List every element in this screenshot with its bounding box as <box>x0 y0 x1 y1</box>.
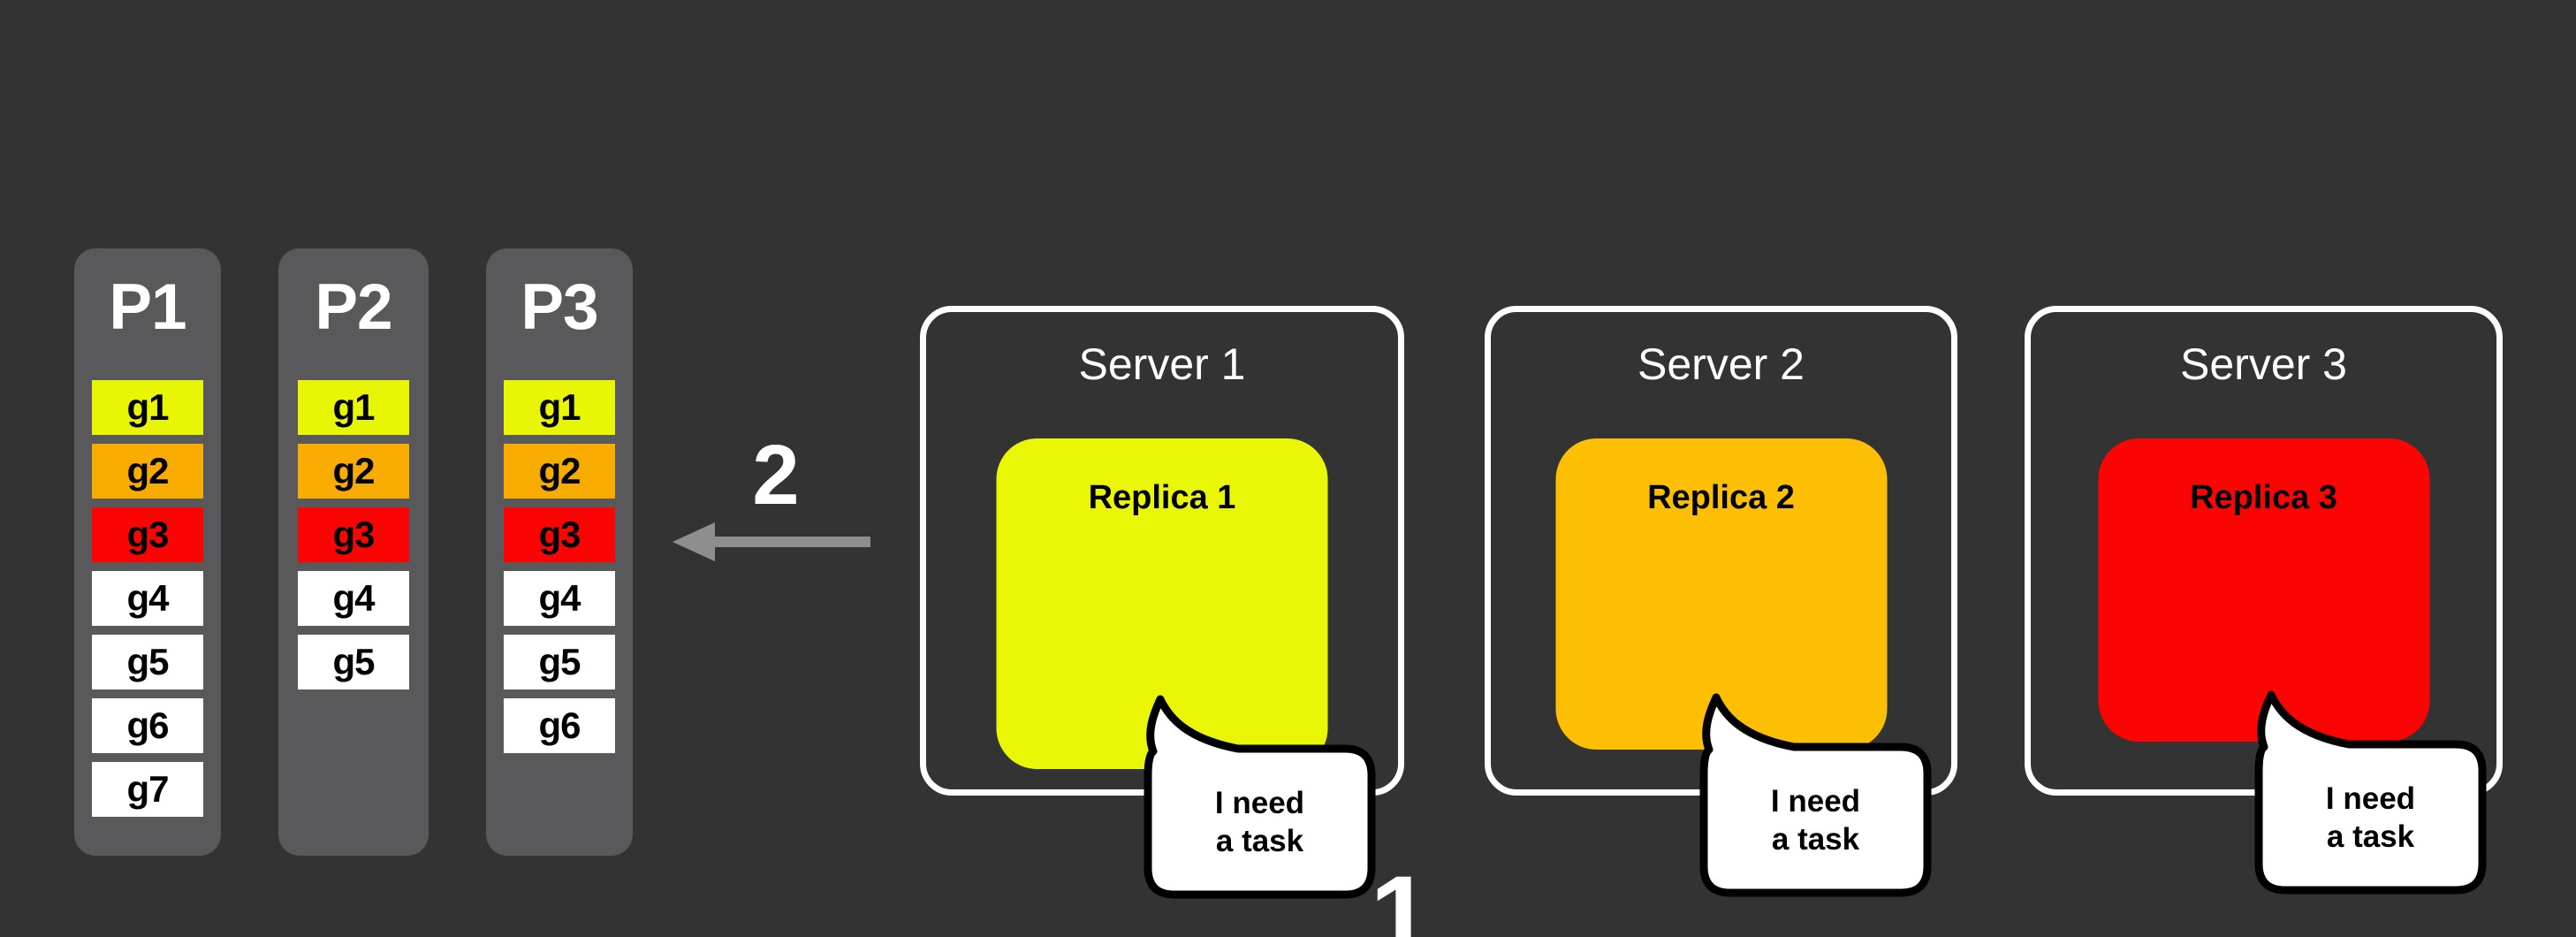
server-title: Server 1 <box>1078 339 1246 389</box>
step-2-label: 2 <box>752 428 800 522</box>
replica-3-box: Replica 3 <box>2098 438 2429 742</box>
speech-line-2: a task <box>1771 821 1860 857</box>
arrow-shaft <box>711 537 870 547</box>
speech-bubble-2: I need a task <box>1695 689 1938 903</box>
speech-bubble-text: I need a task <box>1148 749 1372 895</box>
speech-bubble-shape <box>2254 690 2487 895</box>
task-chip: g2 <box>92 444 203 499</box>
speech-line-1: I need <box>1214 785 1305 820</box>
task-chip: g1 <box>92 380 203 435</box>
task-chip: g6 <box>92 698 203 753</box>
speech-bubble-text: I need a task <box>2259 744 2482 890</box>
task-chip: g6 <box>504 698 615 753</box>
server-title: Server 2 <box>1638 339 1805 389</box>
task-chip: g3 <box>504 507 615 562</box>
assign-arrow-icon <box>672 522 870 561</box>
task-list: g1 g2 g3 g4 g5 g6 g7 <box>74 380 221 817</box>
task-chip: g5 <box>504 635 615 689</box>
partition-title: P2 <box>315 271 392 343</box>
speech-bubble-shape <box>1699 693 1932 897</box>
task-chip: g4 <box>504 571 615 626</box>
replica-label: Replica 2 <box>1647 479 1795 516</box>
task-chip: g3 <box>92 507 203 562</box>
partition-title: P1 <box>109 271 186 343</box>
partition-p1: P1 g1 g2 g3 g4 g5 g6 g7 <box>74 248 221 856</box>
speech-bubble-3: I need a task <box>2250 687 2493 901</box>
replica-2-box: Replica 2 <box>1555 438 1887 750</box>
partition-p2: P2 g1 g2 g3 g4 g5 <box>278 248 429 856</box>
speech-bubble-1: I need a task <box>1139 691 1382 905</box>
speech-line-1: I need <box>2325 781 2416 816</box>
task-chip: g2 <box>298 444 409 499</box>
speech-bubble-text: I need a task <box>1704 747 1927 893</box>
speech-line-2: a task <box>1215 823 1304 858</box>
task-chip: g1 <box>504 380 615 435</box>
step-1-label: 1 <box>1370 854 1432 937</box>
task-chip: g7 <box>92 762 203 817</box>
task-chip: g1 <box>298 380 409 435</box>
replica-label: Replica 1 <box>1088 479 1236 516</box>
server-3-box: Server 3 Replica 3 <box>2025 306 2503 796</box>
task-chip: g2 <box>504 444 615 499</box>
task-chip: g4 <box>298 571 409 626</box>
partition-title: P3 <box>521 271 598 343</box>
partition-p3: P3 g1 g2 g3 g4 g5 g6 <box>486 248 633 856</box>
task-chip: g5 <box>92 635 203 689</box>
task-chip: g5 <box>298 635 409 689</box>
task-list: g1 g2 g3 g4 g5 g6 <box>486 380 633 753</box>
task-list: g1 g2 g3 g4 g5 <box>278 380 429 689</box>
server-title: Server 3 <box>2180 339 2347 389</box>
task-chip: g3 <box>298 507 409 562</box>
task-chip: g4 <box>92 571 203 626</box>
replica-label: Replica 3 <box>2190 479 2337 516</box>
arrow-head <box>672 522 715 561</box>
speech-bubble-shape <box>1144 695 1376 899</box>
speech-line-2: a task <box>2326 819 2415 854</box>
speech-line-1: I need <box>1770 783 1861 819</box>
